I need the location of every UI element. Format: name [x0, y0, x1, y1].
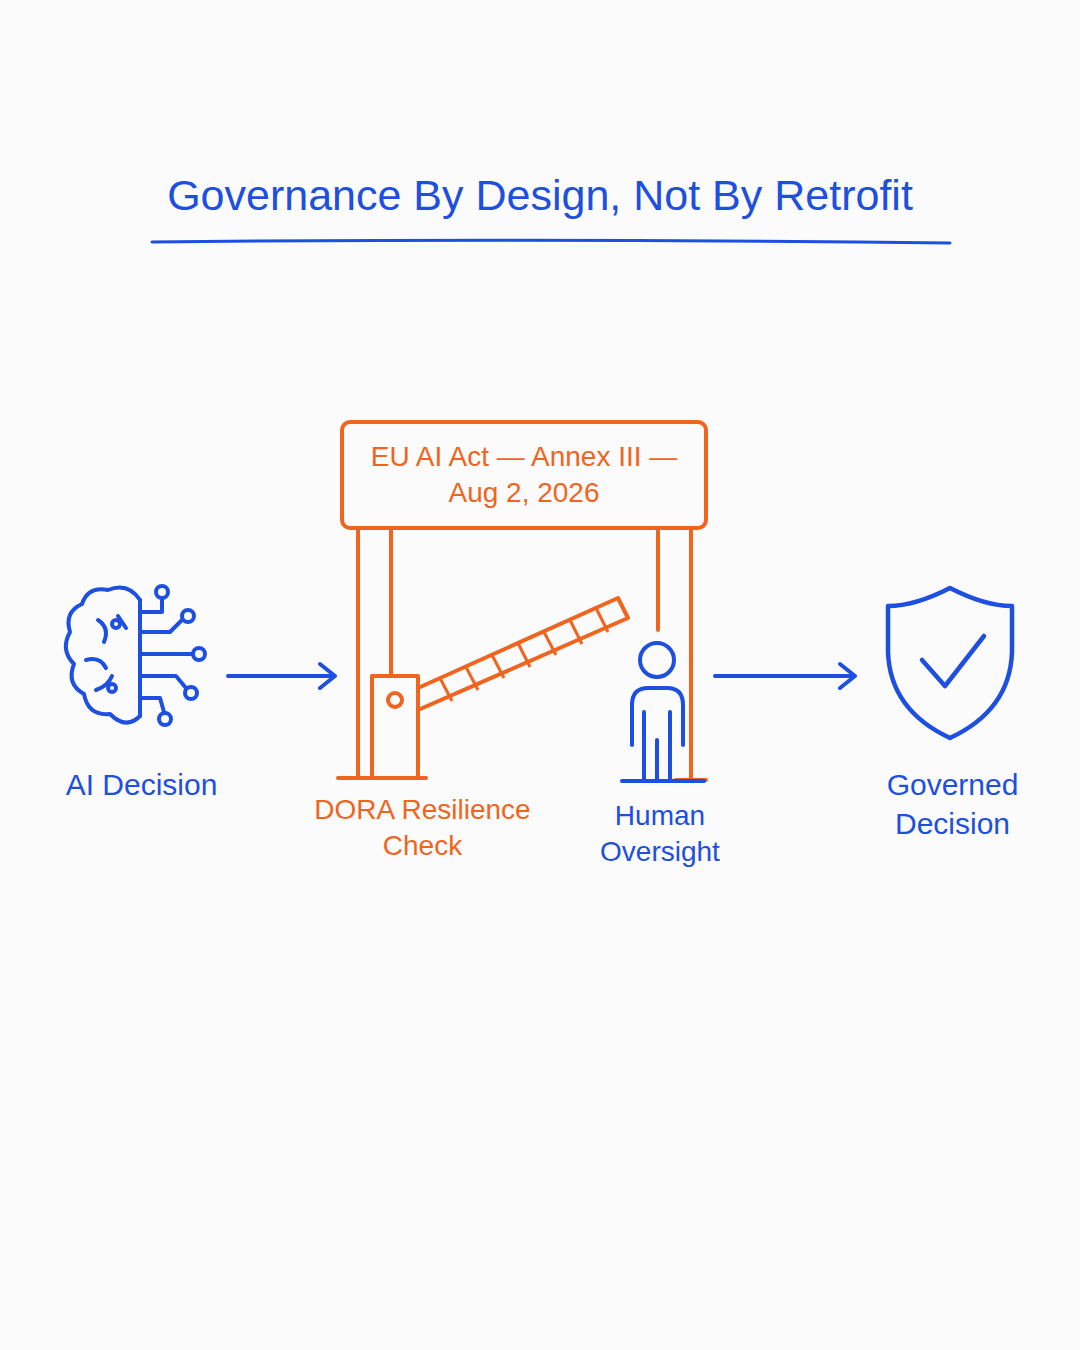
brain-icon	[66, 586, 205, 725]
sign-box: EU AI Act — Annex III — Aug 2, 2026	[340, 420, 708, 530]
flow-arrow	[715, 664, 855, 688]
shield-node: Governed Decision	[855, 570, 1050, 840]
icon-node: AI Decision	[55, 570, 228, 810]
node-label: Governed Decision	[863, 765, 1043, 843]
node-label: DORA Resilience Check	[308, 792, 538, 865]
node-label: Human Oversight	[590, 798, 730, 871]
flow-arrow	[228, 664, 335, 688]
diagram-title: Governance By Design, Not By Retrofit	[0, 170, 1080, 222]
person-node: Human Oversight	[605, 630, 715, 870]
gate-frame	[338, 530, 706, 780]
title-underline	[152, 240, 950, 243]
shield-icon	[888, 588, 1012, 738]
person-icon	[622, 643, 704, 781]
barrier-node: DORA Resilience Check	[335, 560, 510, 860]
barrier-arm	[372, 598, 628, 778]
node-label: EU AI Act — Annex III — Aug 2, 2026	[354, 439, 694, 512]
node-label: AI Decision	[42, 765, 242, 804]
